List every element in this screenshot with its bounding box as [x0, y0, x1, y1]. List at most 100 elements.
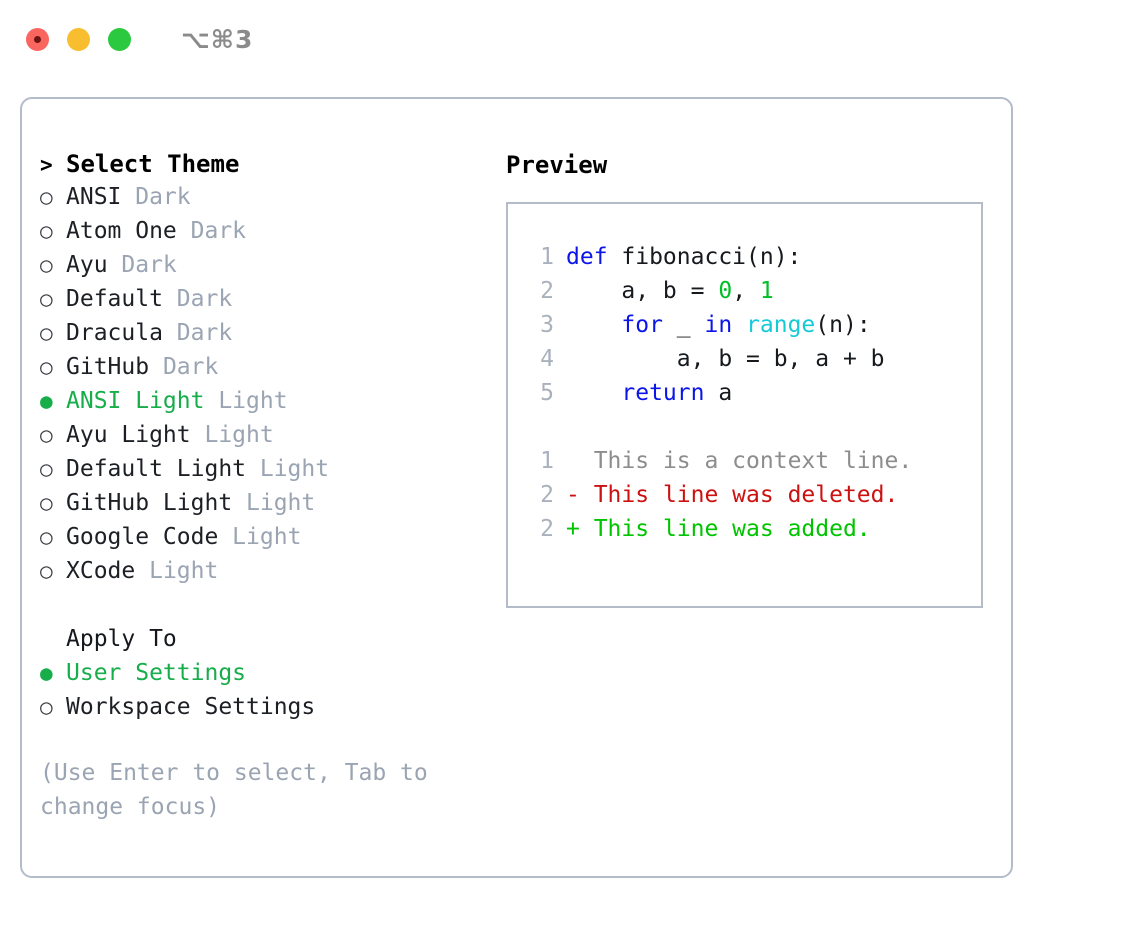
theme-list-item[interactable]: ○ XCode Light: [40, 558, 484, 592]
diff-line-number: 1: [540, 448, 554, 474]
theme-name-label: Ayu: [66, 252, 108, 278]
code-token: [566, 380, 621, 406]
diff-line: 1 This is a context line.: [526, 448, 981, 482]
diff-sign: [566, 448, 594, 474]
radio-unselected-icon[interactable]: ○: [40, 695, 53, 719]
theme-name-label: Default: [66, 286, 163, 312]
theme-variant-label: Light: [204, 388, 288, 414]
close-button-icon[interactable]: [26, 27, 49, 51]
prompt-caret-icon: >: [40, 153, 53, 177]
radio-unselected-icon[interactable]: ○: [40, 457, 53, 481]
theme-variant-label: Light: [218, 524, 302, 550]
code-token: [566, 312, 621, 338]
minimize-button-icon[interactable]: [67, 27, 90, 51]
apply-to-item[interactable]: ●User Settings: [40, 660, 484, 694]
maximize-button-icon[interactable]: [108, 27, 131, 51]
diff-line-number: 2: [540, 482, 554, 508]
radio-unselected-icon[interactable]: ○: [40, 219, 53, 243]
keyboard-hint-text: (Use Enter to select, Tab to change focu…: [40, 760, 442, 820]
code-line-number: 1: [540, 244, 554, 270]
theme-list-item[interactable]: ○ Google Code Light: [40, 524, 484, 558]
code-token: (n):: [815, 312, 871, 338]
code-line-number: 2: [540, 278, 554, 304]
code-token: in: [704, 312, 747, 338]
theme-name-label: ANSI: [66, 184, 122, 210]
code-token: range: [746, 312, 816, 338]
preview-title: Preview: [506, 151, 608, 179]
radio-unselected-icon[interactable]: ○: [40, 287, 53, 311]
list-spacer: [40, 592, 484, 626]
theme-list-item[interactable]: ● ANSI Light Light: [40, 388, 484, 422]
main-panel: > Select Theme ○ANSI Dark○Atom One Dark○…: [20, 97, 1013, 878]
radio-unselected-icon[interactable]: ○: [40, 355, 53, 379]
code-line-number: 3: [540, 312, 554, 338]
code-line: 1 def fibonacci(n):: [526, 244, 981, 278]
code-line: 2 a, b = 0, 1: [526, 278, 981, 312]
apply-to-list: ●User Settings○ Workspace Settings: [40, 660, 484, 728]
apply-to-header-label: Apply To: [66, 626, 177, 652]
theme-variant-label: Dark: [121, 184, 191, 210]
code-line-number: 4: [540, 346, 554, 372]
theme-list-item[interactable]: ○Atom One Dark: [40, 218, 484, 252]
theme-variant-label: Dark: [162, 320, 233, 346]
code-token: 1: [759, 278, 774, 304]
apply-to-item[interactable]: ○ Workspace Settings: [40, 694, 484, 728]
theme-variant-label: Dark: [176, 218, 247, 244]
diff-text: This is a context line.: [593, 448, 913, 474]
code-token: a: [704, 380, 733, 406]
theme-list-item[interactable]: ○ Ayu Dark: [40, 252, 484, 286]
theme-list-item[interactable]: ○Ayu Light Light: [40, 422, 484, 456]
keyboard-shortcut-label: ⌥⌘3: [181, 24, 254, 54]
code-token: 0: [718, 278, 733, 304]
code-line: 3 for _ in range(n):: [526, 312, 981, 346]
theme-list-item[interactable]: ○ ANSI Dark: [40, 184, 484, 218]
theme-variant-label: Dark: [107, 252, 177, 278]
radio-unselected-icon[interactable]: ○: [40, 253, 53, 277]
theme-list-item[interactable]: ○GitHub Dark: [40, 354, 484, 388]
theme-variant-label: Dark: [162, 286, 233, 312]
theme-name-label: XCode: [66, 558, 136, 584]
radio-unselected-icon[interactable]: ○: [40, 525, 53, 549]
code-token: for: [621, 312, 663, 338]
theme-name-label: Default Light: [66, 456, 247, 482]
code-token: fibonacci(n):: [621, 244, 802, 270]
window-controls: [26, 27, 131, 51]
theme-name-label: GitHub Light: [66, 490, 233, 516]
diff-line: 2- This line was deleted.: [526, 482, 981, 516]
apply-to-label: Workspace Settings: [66, 694, 316, 720]
theme-list-item[interactable]: ○Default Light Light: [40, 456, 484, 490]
code-token: _: [662, 312, 705, 338]
select-theme-header-label: Select Theme: [66, 150, 240, 178]
select-theme-header: > Select Theme: [40, 150, 484, 184]
radio-unselected-icon[interactable]: ○: [40, 559, 53, 583]
diff-sign: +: [566, 516, 594, 542]
theme-list: ○ANSI Dark○Atom One Dark○Ayu Dark○Defaul…: [40, 184, 484, 592]
theme-name-label: Ayu Light: [66, 422, 191, 448]
theme-list-item[interactable]: ○ Dracula Dark: [40, 320, 484, 354]
theme-name-label: Google Code: [66, 524, 219, 550]
radio-unselected-icon[interactable]: ○: [40, 321, 53, 345]
theme-name-label: Dracula: [66, 320, 163, 346]
radio-selected-icon[interactable]: ●: [40, 389, 53, 413]
radio-selected-icon[interactable]: ●: [40, 661, 53, 685]
code-token: return: [621, 380, 705, 406]
diff-sample: 1 This is a context line.2- This line wa…: [526, 448, 981, 550]
theme-variant-label: Light: [135, 558, 219, 584]
code-token: ,: [732, 278, 760, 304]
diff-sign: -: [566, 482, 594, 508]
code-token: def: [566, 244, 622, 270]
apply-to-header: ○ Apply To: [40, 626, 484, 660]
theme-list-item[interactable]: ○ Default Dark: [40, 286, 484, 320]
theme-variant-label: Light: [232, 490, 316, 516]
code-token: a, b =: [566, 278, 719, 304]
radio-unselected-icon[interactable]: ○: [40, 185, 53, 209]
radio-unselected-icon[interactable]: ○: [40, 423, 53, 447]
radio-unselected-icon[interactable]: ○: [40, 491, 53, 515]
theme-name-label: ANSI Light: [66, 388, 205, 414]
theme-list-item[interactable]: ○ GitHub Light Light: [40, 490, 484, 524]
diff-text: This line was added.: [593, 516, 871, 542]
theme-selector-pane: > Select Theme ○ANSI Dark○Atom One Dark○…: [22, 99, 484, 876]
